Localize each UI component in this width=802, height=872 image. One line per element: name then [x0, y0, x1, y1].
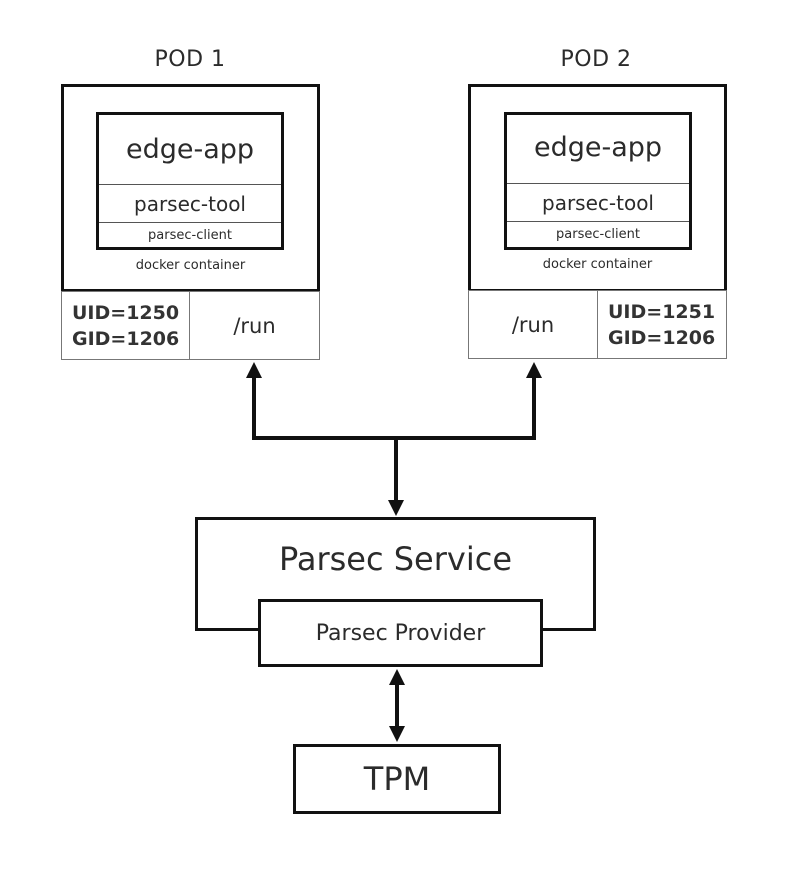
- tpm-box: TPM: [293, 744, 501, 814]
- pod-2-docker-container-label: docker container: [542, 256, 653, 272]
- pod-2-gid: GID=1206: [608, 326, 716, 349]
- pod-2-connector: [396, 376, 536, 440]
- pod-1-edge-app-label: edge-app: [125, 133, 255, 165]
- pod-2-uid: UID=1251: [608, 300, 716, 323]
- provider-arrowhead: [389, 669, 405, 685]
- pod-2-divider-2: [507, 221, 689, 222]
- pod-2-title: POD 2: [560, 46, 632, 72]
- pod-1-parsec-client-label: parsec-client: [148, 227, 232, 243]
- pod-2-parsec-tool-label: parsec-tool: [542, 191, 654, 215]
- pod-1-divider-2: [99, 222, 281, 223]
- tpm-arrowhead: [389, 726, 405, 742]
- pod-2-edge-app-label: edge-app: [533, 131, 663, 163]
- pod-1-run-mount: /run: [189, 291, 320, 360]
- pod-1-connector: [252, 376, 396, 440]
- pod-2-divider-1: [507, 183, 689, 184]
- pod-1-docker-container-label: docker container: [135, 257, 246, 273]
- pod-1-inner-stack: [96, 112, 284, 250]
- pod-1-title: POD 1: [154, 46, 226, 72]
- pod-1-ids-cell: UID=1250 GID=1206: [61, 291, 190, 360]
- pod-2-run-mount: /run: [468, 290, 598, 359]
- pod-2-arrowhead: [526, 362, 542, 378]
- pod-1-parsec-tool-label: parsec-tool: [134, 192, 246, 216]
- pod-1-arrowhead: [246, 362, 262, 378]
- pod-1-gid: GID=1206: [72, 327, 180, 350]
- parsec-service-title: Parsec Service: [278, 540, 512, 578]
- parsec-provider-box: Parsec Provider: [258, 599, 543, 667]
- pod-1-uid: UID=1250: [72, 301, 180, 324]
- pod-2-inner-stack: [504, 112, 692, 250]
- service-arrowhead: [388, 500, 404, 516]
- pod-1-divider-1: [99, 184, 281, 185]
- pod-2-parsec-client-label: parsec-client: [556, 226, 640, 242]
- pod-2-ids-cell: UID=1251 GID=1206: [597, 290, 727, 359]
